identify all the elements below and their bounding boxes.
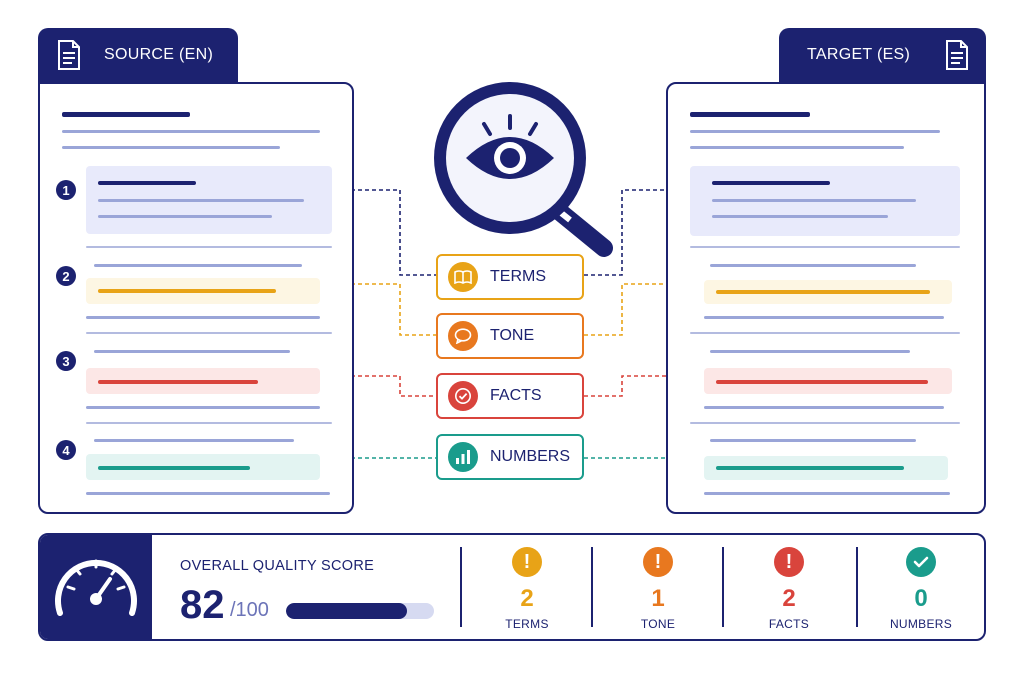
overall-score-title: OVERALL QUALITY SCORE [180, 558, 375, 574]
source-tab-label: SOURCE (EN) [104, 46, 214, 63]
stat-tone-label: TONE [640, 617, 676, 631]
overall-score-max: /100 [230, 599, 269, 621]
stat-terms-label: TERMS [505, 617, 549, 631]
target-tab-label: TARGET (ES) [807, 46, 911, 63]
source-document [38, 82, 354, 514]
source-tab: SOURCE (EN) [38, 28, 238, 82]
connector-terms-left [330, 189, 436, 276]
speedometer-icon [55, 559, 137, 616]
stat-terms-value: 2 [520, 585, 534, 612]
stat-terms: ! 2 TERMS [462, 535, 592, 639]
overall-score-value: 82 [180, 583, 225, 627]
exclamation-icon: ! [643, 547, 673, 577]
magnifier-eye-icon [434, 82, 613, 257]
stat-tone: ! 1 TONE [593, 535, 723, 639]
category-terms: TERMS [436, 254, 584, 300]
category-tone: TONE [436, 313, 584, 359]
stat-numbers-label: NUMBERS [889, 617, 953, 631]
check-icon [906, 547, 936, 577]
connector-terms-right [584, 189, 692, 276]
bar-chart-icon [448, 442, 478, 472]
category-tone-label: TONE [490, 327, 535, 344]
document-icon [944, 39, 970, 71]
connector-facts-left [330, 375, 436, 397]
category-facts: FACTS [436, 373, 584, 419]
segment-marker-1: 1 [56, 180, 76, 200]
gauge-panel [40, 535, 152, 639]
target-tab: TARGET (ES) [779, 28, 986, 82]
category-terms-label: TERMS [490, 268, 546, 285]
stat-tone-value: 1 [651, 585, 665, 612]
category-numbers: NUMBERS [436, 434, 584, 480]
exclamation-icon: ! [774, 547, 804, 577]
connector-tone-left [330, 283, 436, 336]
connector-tone-right [584, 283, 692, 336]
segment-marker-3: 3 [56, 351, 76, 371]
speech-bubble-icon [448, 321, 478, 351]
stat-numbers-value: 0 [914, 585, 928, 612]
exclamation-icon: ! [512, 547, 542, 577]
check-circle-icon [448, 381, 478, 411]
stat-facts-label: FACTS [768, 617, 810, 631]
score-progress-fill [286, 603, 408, 619]
category-numbers-label: NUMBERS [490, 448, 571, 465]
stat-facts: ! 2 FACTS [724, 535, 854, 639]
document-icon [56, 39, 82, 71]
connector-facts-right [584, 375, 692, 397]
segment-marker-4: 4 [56, 440, 76, 460]
book-icon [448, 262, 478, 292]
stat-facts-value: 2 [782, 585, 796, 612]
category-facts-label: FACTS [490, 387, 542, 404]
score-progress-track [286, 603, 434, 619]
target-document [666, 82, 986, 514]
stat-numbers: 0 NUMBERS [856, 535, 984, 639]
segment-marker-2: 2 [56, 266, 76, 286]
quality-score-bar: OVERALL QUALITY SCORE 82 /100 ! 2 TERMS … [38, 533, 986, 641]
